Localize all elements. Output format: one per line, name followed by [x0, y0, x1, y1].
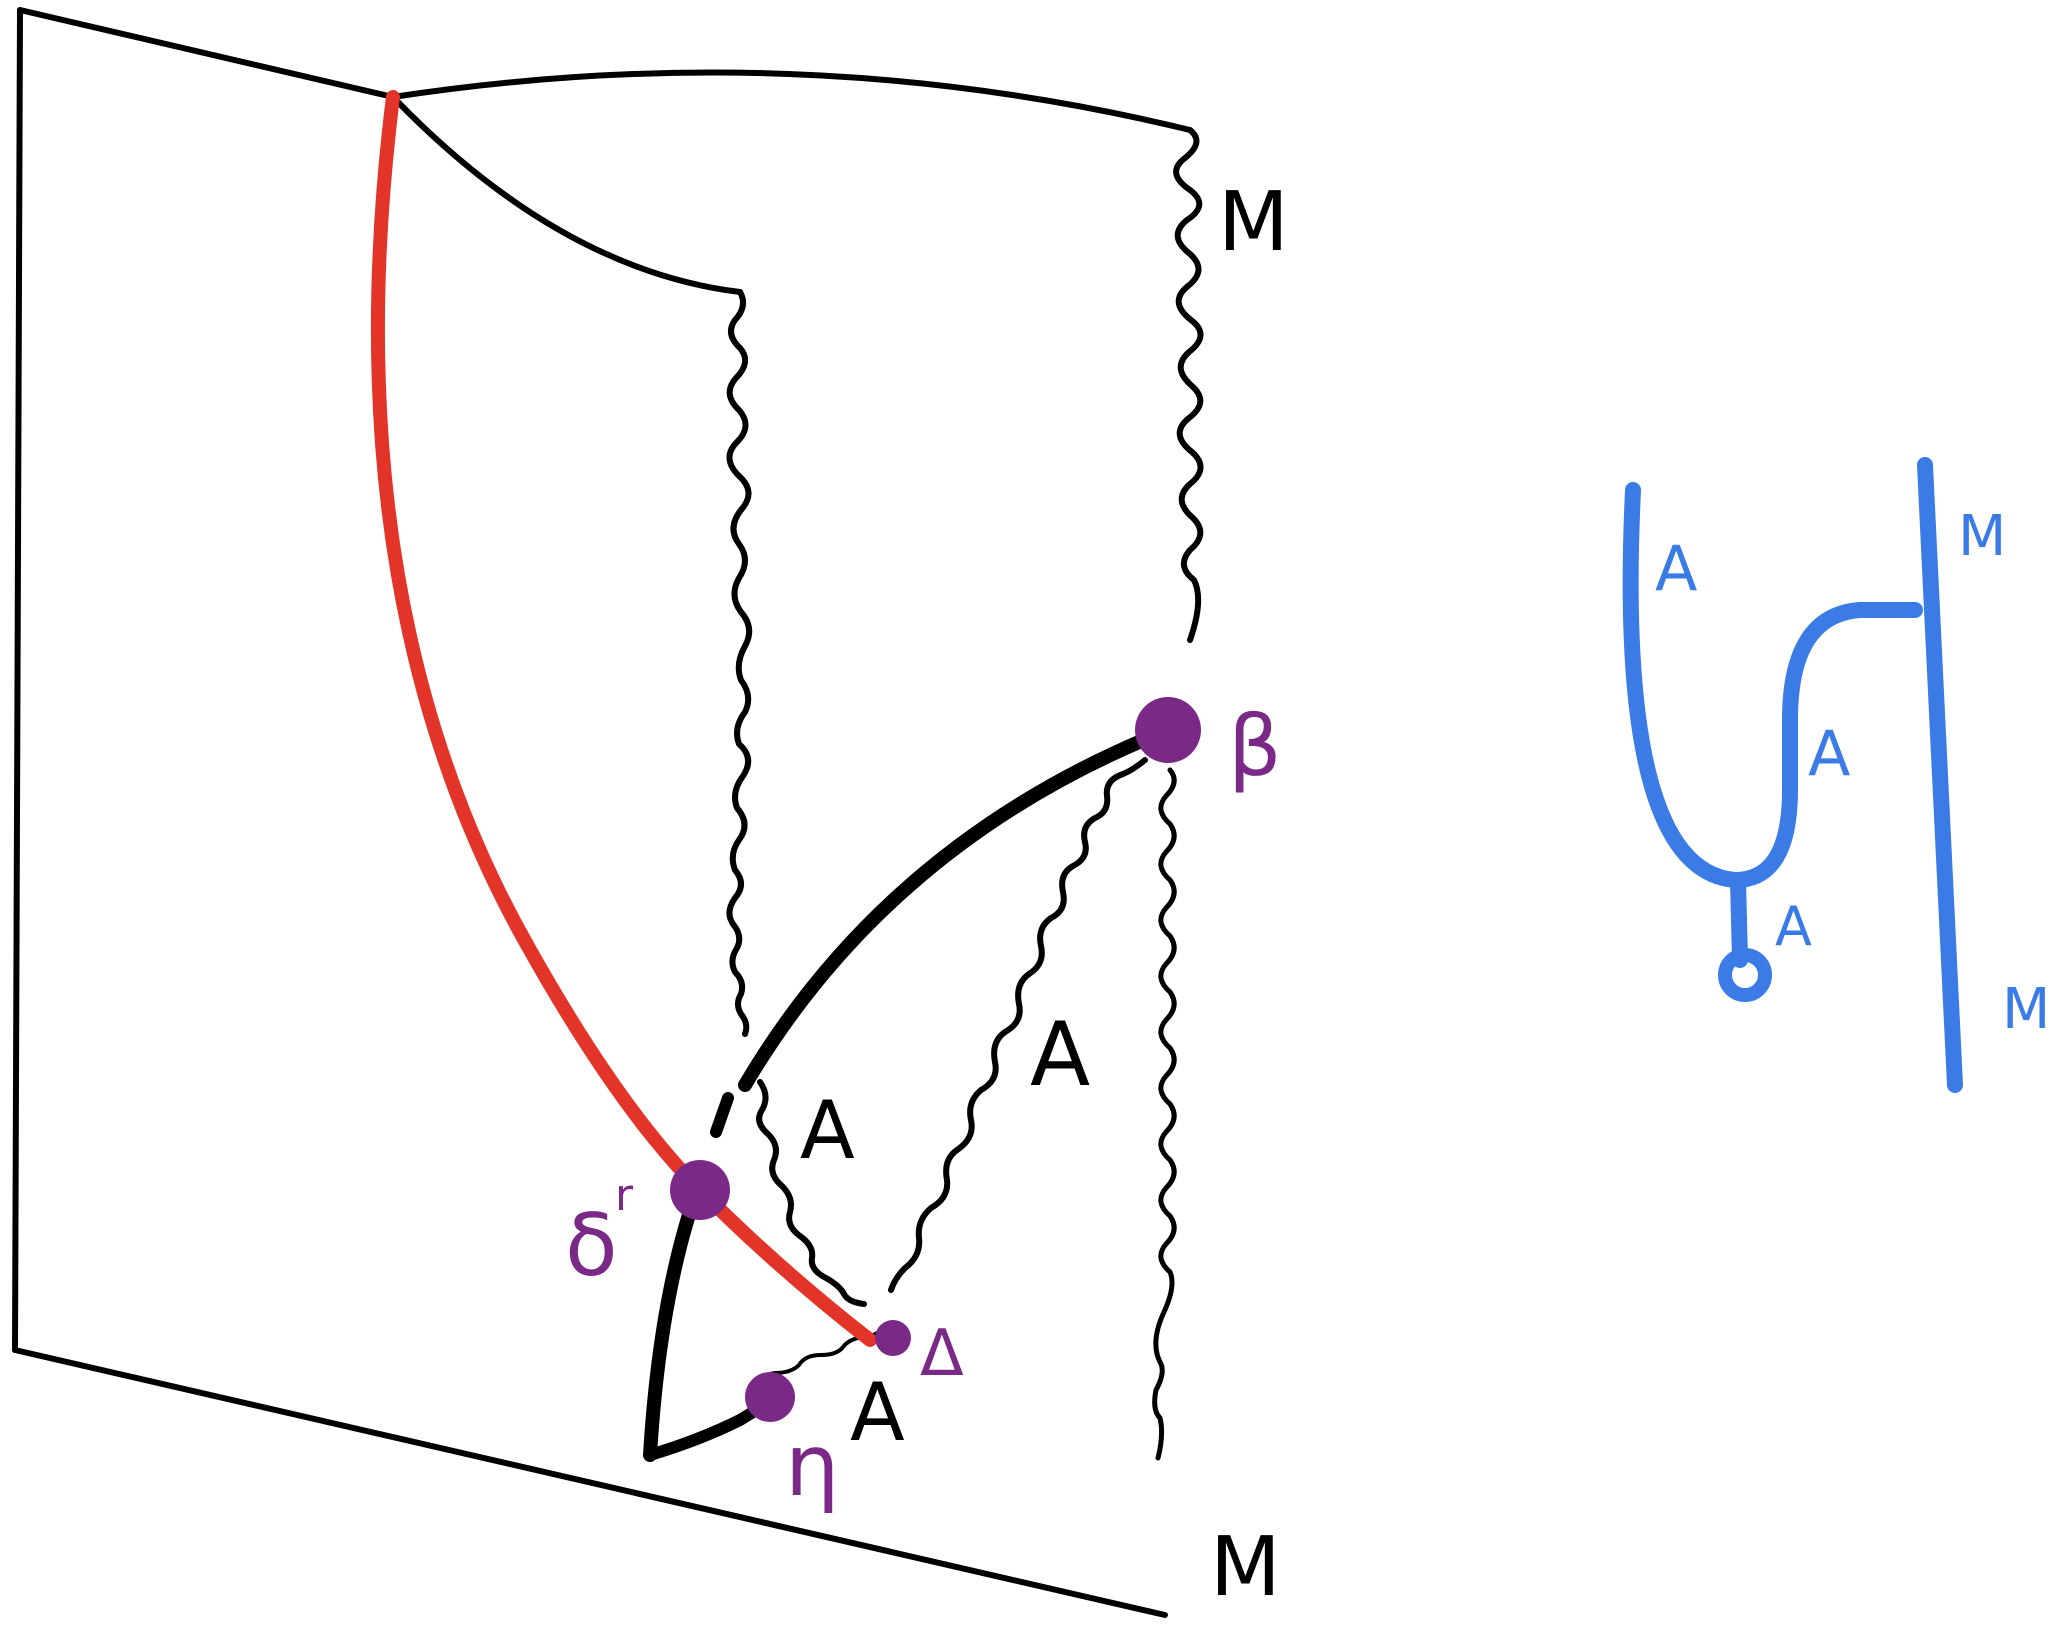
sheet-top-left-edge: [17, 7, 396, 100]
vertex-delta-r: [670, 1160, 730, 1220]
inner-wavy-to-delta: [756, 1079, 867, 1307]
string-right-strand: [1917, 457, 1963, 1093]
label-eta: η: [785, 1416, 840, 1516]
string-label-M-top: M: [1958, 504, 2006, 569]
vertex-Delta: [875, 1320, 911, 1356]
sheet-top-curve: [390, 69, 1193, 133]
wavy-string-beta-to-delta: [888, 757, 1148, 1293]
label-A-near-eta: A: [850, 1366, 905, 1459]
label-A-middle: A: [1030, 1003, 1090, 1106]
string-left-strand: [1622, 482, 1743, 888]
sheet-bottom-edge: [12, 1347, 1168, 1618]
red-line: [370, 90, 877, 1347]
label-A-near-delta: A: [800, 1084, 855, 1177]
thick-curve-delta-r-down: [643, 1175, 707, 1462]
string-unit-circle: [1718, 948, 1772, 1002]
string-label-A-left: A: [1655, 532, 1697, 605]
inner-wavy-boundary: [726, 289, 753, 1037]
string-diagram: A A A M M: [1622, 457, 2050, 1093]
vertex-beta: [1135, 697, 1201, 763]
string-middle-strand: [1727, 602, 1923, 888]
label-M-top: M: [1218, 175, 1289, 270]
inner-sheet-curve: [390, 94, 743, 295]
string-label-A-middle: A: [1808, 717, 1850, 790]
label-beta: β: [1228, 697, 1282, 795]
label-delta-r-superscript: r: [615, 1170, 634, 1221]
right-wavy-boundary-lower: [1152, 767, 1177, 1461]
sheet-left-edge: [12, 7, 23, 1353]
right-wavy-boundary-upper: [1173, 127, 1204, 643]
string-label-A-lower: A: [1775, 895, 1812, 958]
vertex-eta: [745, 1372, 795, 1422]
label-delta-r: δ: [565, 1196, 618, 1296]
label-M-bottom: M: [1210, 1520, 1281, 1615]
thick-curve-beta: [738, 723, 1175, 1092]
string-label-M-bottom: M: [2002, 977, 2050, 1042]
thick-curve-dash: [710, 1092, 734, 1138]
label-Delta: Δ: [920, 1317, 964, 1391]
main-diagram: M M A A A β δ r Δ η: [12, 7, 1289, 1618]
string-lower-strand: [1730, 872, 1748, 968]
